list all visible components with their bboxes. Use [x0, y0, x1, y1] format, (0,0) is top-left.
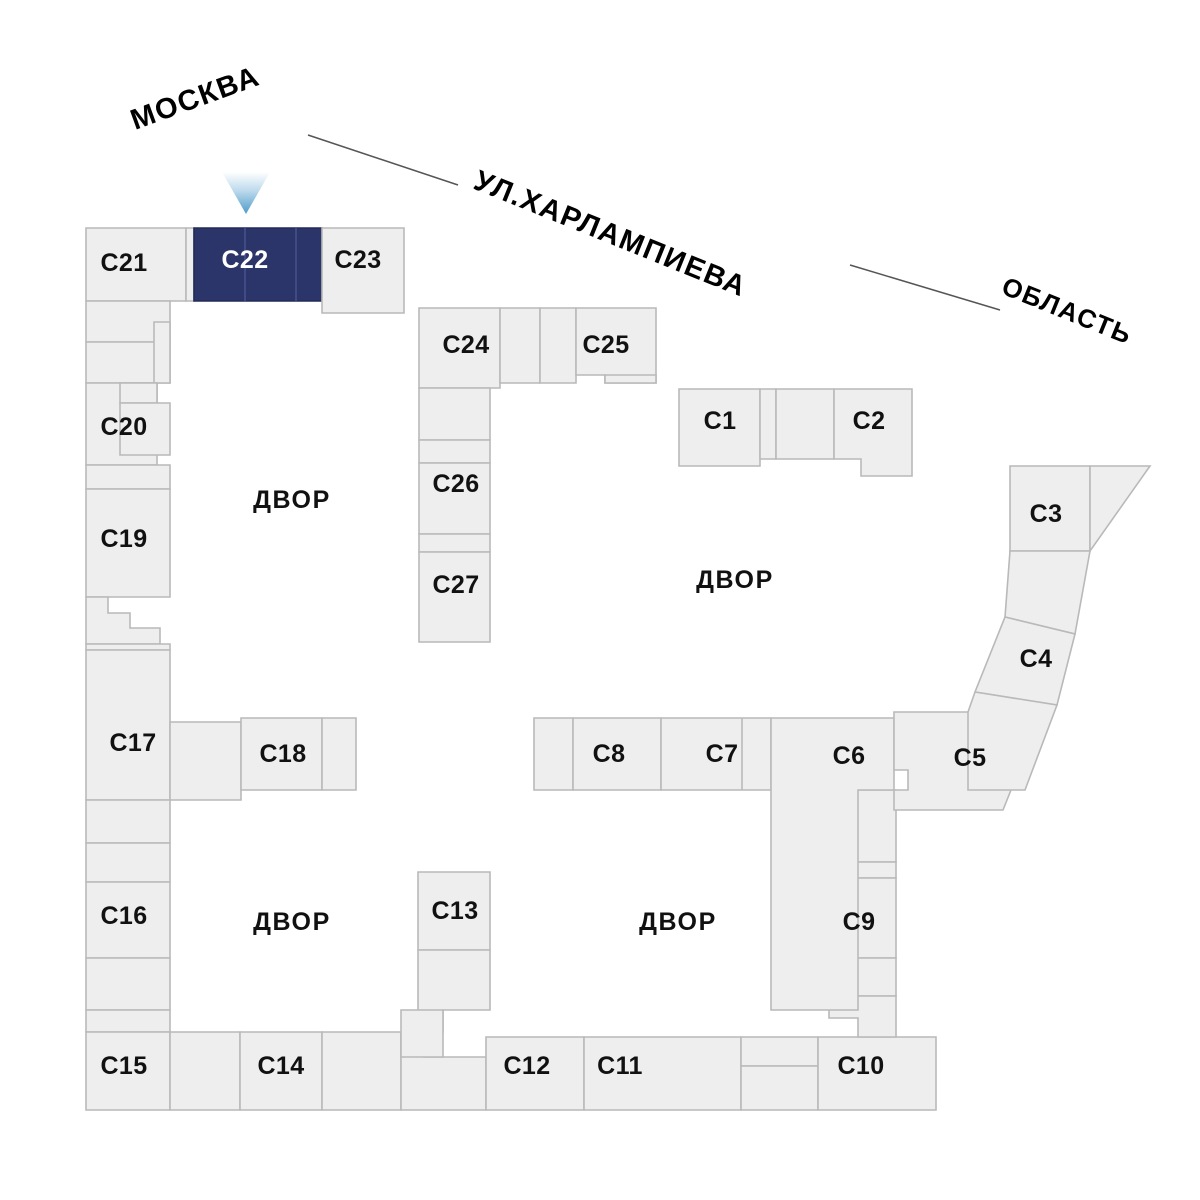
building-C1[interactable] — [678, 388, 761, 467]
building-label-C4[interactable]: С4 — [1020, 645, 1053, 673]
street-label-ul-harlampieva: УЛ.ХАРЛАМПИЕВА — [469, 165, 751, 304]
building-C19-step[interactable] — [85, 596, 161, 645]
building-label-C10[interactable]: С10 — [837, 1052, 884, 1080]
building-C23[interactable] — [321, 227, 405, 314]
block-C13 — [400, 871, 491, 1058]
building-mid-strip-a[interactable] — [418, 387, 491, 441]
building-label-C17[interactable]: С17 — [109, 729, 156, 757]
building-label-C7[interactable]: С7 — [706, 740, 739, 768]
building-label-C19[interactable]: С19 — [100, 525, 147, 553]
building-label-C15[interactable]: С15 — [100, 1052, 147, 1080]
block-north-west — [85, 227, 405, 314]
street-label-ul-harlampieva-text: УЛ.ХАРЛАМПИЕВА — [469, 165, 751, 304]
courtyard-label-sw: ДВОР — [253, 908, 331, 936]
building-C17[interactable] — [85, 649, 171, 801]
building-label-C9[interactable]: С9 — [843, 908, 876, 936]
leader-line-moskva — [307, 134, 459, 186]
building-C1-east[interactable] — [759, 388, 777, 460]
building-C3-east[interactable] — [1089, 465, 1152, 554]
block-central-north — [418, 307, 657, 643]
building-label-C22[interactable]: С22 — [221, 246, 268, 274]
building-C24-east[interactable] — [499, 307, 541, 384]
street-label-oblast-text: ОБЛАСТЬ — [998, 271, 1137, 350]
building-C24[interactable] — [418, 307, 501, 389]
building-label-C6[interactable]: С6 — [833, 742, 866, 770]
building-label-C18[interactable]: С18 — [259, 740, 306, 768]
building-C4-foot[interactable] — [967, 691, 1059, 791]
building-C17-east[interactable] — [169, 721, 242, 801]
building-label-C14[interactable]: С14 — [257, 1052, 304, 1080]
building-C27[interactable] — [418, 551, 491, 643]
building-C19[interactable] — [85, 488, 171, 598]
building-mid-strip-c[interactable] — [418, 533, 491, 553]
building-mid-NE[interactable] — [775, 388, 835, 460]
building-south-strip-a[interactable] — [169, 1031, 241, 1111]
building-west-strip-f[interactable] — [85, 842, 171, 883]
building-C20-annex-b[interactable] — [119, 402, 171, 456]
building-C13-foot[interactable] — [400, 1009, 444, 1058]
block-west-middle — [85, 649, 357, 883]
courtyard-label-nw: ДВОР — [253, 486, 331, 514]
selected-building-marker — [222, 172, 270, 214]
building-label-C5[interactable]: С5 — [954, 744, 987, 772]
leader-line-oblast — [849, 264, 1001, 311]
building-C25-annex[interactable] — [604, 374, 657, 384]
courtyard-label-se: ДВОР — [639, 908, 717, 936]
building-label-C24[interactable]: С24 — [442, 331, 489, 359]
building-label-C16[interactable]: С16 — [100, 902, 147, 930]
building-label-C12[interactable]: С12 — [503, 1052, 550, 1080]
building-label-C1[interactable]: С1 — [704, 407, 737, 435]
courtyard-label-ne: ДВОР — [696, 566, 774, 594]
block-east-angled — [967, 465, 1152, 791]
building-label-C11[interactable]: С11 — [597, 1052, 643, 1080]
block-north-east — [678, 388, 913, 477]
building-label-C3[interactable]: С3 — [1030, 500, 1063, 528]
building-C18-east[interactable] — [321, 717, 357, 791]
building-west-strip-c[interactable] — [85, 464, 171, 490]
building-band-west-cap[interactable] — [533, 717, 574, 791]
building-label-C2[interactable]: С2 — [853, 407, 886, 435]
building-west-inner-strip[interactable] — [153, 321, 171, 384]
building-mid-strip-b[interactable] — [418, 439, 491, 464]
block-south-east-row — [583, 1036, 937, 1111]
building-mid-N[interactable] — [539, 307, 577, 384]
building-west-strip-g[interactable] — [85, 957, 171, 1011]
building-west-strip-d[interactable] — [85, 643, 171, 651]
street-label-oblast: ОБЛАСТЬ — [998, 271, 1137, 350]
street-label-moskva: МОСКВА — [126, 60, 264, 136]
building-label-C20[interactable]: С20 — [100, 413, 147, 441]
block-west-upper — [85, 300, 171, 651]
building-label-C8[interactable]: С8 — [593, 740, 626, 768]
building-south-strip-c[interactable] — [740, 1036, 819, 1067]
building-west-strip-e[interactable] — [85, 799, 171, 844]
building-label-C25[interactable]: С25 — [582, 331, 629, 359]
building-C21-annex[interactable] — [185, 227, 195, 302]
building-label-C23[interactable]: С23 — [334, 246, 381, 274]
building-C2[interactable] — [833, 388, 913, 477]
building-south-strip-b[interactable] — [321, 1031, 402, 1111]
building-west-strip-h[interactable] — [85, 1009, 171, 1033]
street-label-moskva-text: МОСКВА — [126, 60, 264, 136]
building-label-C26[interactable]: С26 — [432, 470, 479, 498]
building-south-strip-d[interactable] — [740, 1065, 819, 1111]
building-label-C27[interactable]: С27 — [432, 571, 479, 599]
building-C20-annex-a[interactable] — [119, 382, 158, 404]
building-label-C13[interactable]: С13 — [431, 897, 478, 925]
building-label-C21[interactable]: С21 — [100, 249, 147, 277]
